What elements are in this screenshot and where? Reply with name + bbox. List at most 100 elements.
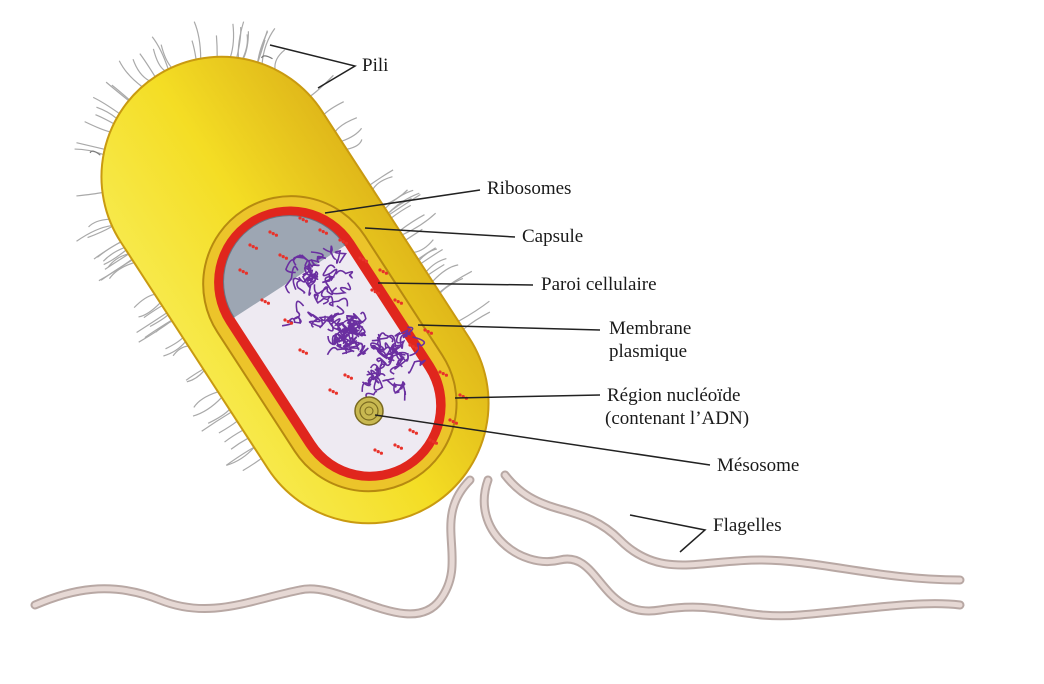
pilus (335, 118, 357, 132)
ribosome-dot (385, 272, 388, 275)
pilus (226, 447, 254, 465)
ribosome-dot (298, 348, 301, 351)
label-capsule: Capsule (522, 226, 583, 248)
ribosome-dot (318, 228, 321, 231)
ribosome-dot (397, 445, 400, 448)
label-membrane-line1: Membrane (609, 318, 691, 340)
pilus (145, 320, 172, 337)
ribosome-dot (238, 268, 241, 271)
pilus (97, 242, 120, 257)
label-mesosome: Mésosome (717, 455, 799, 477)
ribosome-dot (373, 448, 376, 451)
ribosome-dot (347, 375, 350, 378)
ribosome-dot (345, 242, 348, 245)
ribosome-dot (438, 370, 441, 373)
pilus (440, 278, 463, 293)
pilus (187, 371, 204, 382)
pilus (193, 397, 222, 416)
ribosome-dot (458, 393, 461, 396)
label-paroi-cellulaire: Paroi cellulaire (541, 274, 657, 296)
ribosome-dot (442, 372, 445, 375)
pilus (89, 219, 110, 227)
pilus (458, 301, 489, 321)
ribosome-dot (287, 320, 290, 323)
pilus (139, 303, 161, 317)
ribosome-dot (260, 298, 263, 301)
pilus (243, 459, 262, 471)
pilus (208, 409, 229, 423)
ribosome-dot (435, 442, 438, 445)
pilus (231, 438, 248, 449)
ribosome-dot (278, 253, 281, 256)
ribosome-dot (305, 352, 308, 355)
ribosome-dot (290, 322, 293, 325)
mesosome (355, 397, 383, 425)
ribosome-dot (248, 243, 251, 246)
pilus (230, 24, 233, 57)
ribosome-dot (412, 345, 415, 348)
ribosome-dot (430, 332, 433, 335)
ribosome-dot (358, 256, 361, 259)
pilus (192, 41, 196, 60)
ribosome-dot (427, 330, 430, 333)
pilus (341, 128, 361, 141)
ribosome-dot (285, 257, 288, 260)
ribosome-dot (415, 347, 418, 350)
ribosome-dot (325, 232, 328, 235)
pilus (219, 421, 237, 433)
ribosome-dot (455, 422, 458, 425)
label-nucleoide-line1: Région nucléoïde (607, 385, 741, 407)
pilus (225, 430, 243, 442)
ribosome-dot (370, 288, 373, 291)
pilus (106, 82, 129, 101)
label-pili: Pili (362, 55, 388, 77)
ribosome-dot (382, 270, 385, 273)
pilus (144, 306, 162, 318)
ribosome-dot (365, 260, 368, 263)
ribosome-dot (245, 272, 248, 275)
ribosome-dot (264, 300, 267, 303)
pilus (194, 392, 218, 408)
ribosome-dot (452, 420, 455, 423)
ribosome-dot (302, 350, 305, 353)
pilus (400, 215, 425, 231)
ribosome-dot (275, 234, 278, 237)
pilus (119, 61, 142, 87)
ribosome-dot (342, 240, 345, 243)
ribosome-dot (302, 218, 305, 221)
ribosome-dot (255, 247, 258, 250)
ribosome-dot (374, 290, 377, 293)
ribosome-dot (397, 300, 400, 303)
ribosome-dot (328, 388, 331, 391)
ribosome-dot (332, 390, 335, 393)
ribosome-dot (408, 428, 411, 431)
ribosome-dot (268, 230, 271, 233)
pilus (324, 102, 344, 115)
pilus (109, 263, 134, 279)
ribosome-dot (283, 318, 286, 321)
pilus (85, 122, 111, 132)
pilus (389, 194, 420, 214)
pilus (140, 54, 155, 77)
ribosome-dot (350, 377, 353, 380)
ribosome-dot (393, 443, 396, 446)
ribosome-dot (400, 302, 403, 305)
pilus (275, 50, 285, 69)
pilus (133, 59, 149, 81)
ribosome-dot (445, 374, 448, 377)
label-membrane-line2: plasmique (609, 341, 687, 363)
leader-flagelles (630, 515, 705, 552)
label-flagelles: Flagelles (713, 515, 782, 537)
ribosome-dot (423, 328, 426, 331)
ribosome-dot (335, 392, 338, 395)
ribosome-dot (343, 373, 346, 376)
ribosome-dot (415, 432, 418, 435)
ribosome-dot (252, 245, 255, 248)
ribosome-dot (267, 302, 270, 305)
pilus (77, 226, 112, 242)
ribosome-dot (377, 450, 380, 453)
pilus (433, 265, 459, 282)
pilus (112, 85, 130, 100)
